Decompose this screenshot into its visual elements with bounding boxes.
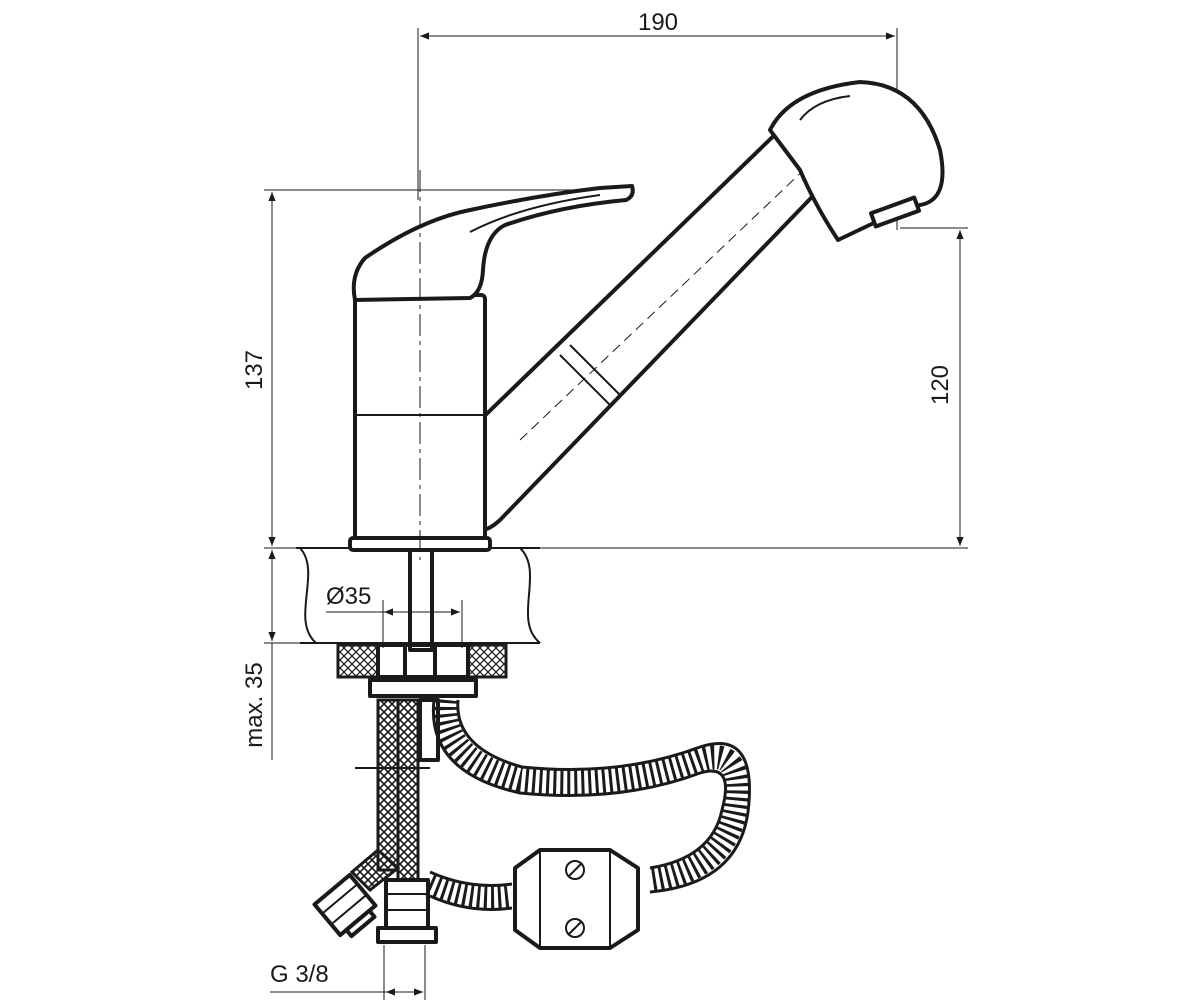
hose-weight-clamp (513, 848, 640, 950)
dimension-diameter-35: Ø35 (326, 583, 463, 648)
g-3-8-label: G 3/8 (270, 961, 329, 988)
spray-head (768, 80, 945, 242)
dimension-190: 190 (417, 9, 898, 230)
dimension-max-35: max. 35 (241, 547, 340, 760)
dimension-137-label: 137 (241, 350, 268, 390)
faucet-body (348, 80, 945, 652)
supply-hoses (312, 698, 440, 944)
spray-nozzle (868, 195, 922, 229)
dimension-max-35-label: max. 35 (241, 662, 268, 747)
pullout-hose (425, 698, 751, 950)
mounting-hardware (336, 643, 508, 698)
lever-handle (351, 184, 635, 302)
dimension-137: 137 (241, 189, 580, 549)
left-hose-fitting (312, 872, 378, 939)
dimension-g-3-8: G 3/8 (270, 945, 426, 1000)
mounting-shank (408, 548, 434, 652)
right-hose-fitting (376, 878, 438, 944)
diameter-35-label: Ø35 (326, 583, 371, 610)
spout-arm (468, 118, 840, 532)
dimension-120: 120 (490, 227, 968, 549)
dimension-190-label: 190 (638, 9, 678, 36)
dimension-120-label: 120 (927, 365, 954, 405)
